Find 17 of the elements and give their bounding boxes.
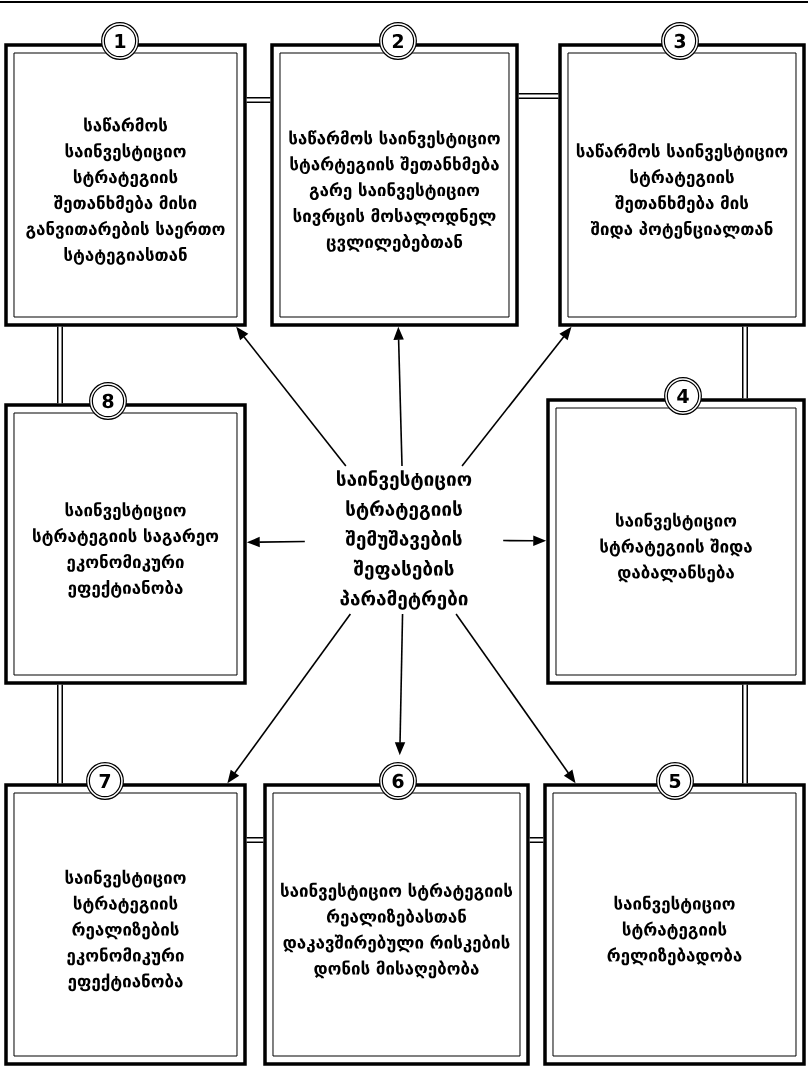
double-link <box>57 326 63 404</box>
box-text: საინვესტიციო სტრატეგიის საგარეო ეკონომიკური ეფექტიანობა <box>33 502 219 598</box>
double-link <box>742 684 748 784</box>
double-link <box>57 684 63 784</box>
double-link <box>246 97 271 103</box>
double-link <box>246 837 264 843</box>
double-link <box>742 326 748 399</box>
center-text: საინვესტიციო სტრატეგიის შემუშავების შეფასების პარამეტრები <box>337 470 472 610</box>
box-text: საწარმოს საინვესტიციო სტრატეგიის შეთანხმება მის შიდა პოტენციალთან <box>576 143 788 239</box>
box-text: საინვესტიციო სტრატეგიის რელიზებადობა <box>607 895 742 966</box>
box-text: საინვესტიციო სტრატეგიის რეალიზების ეკონომიკური ეფექტიანობა <box>65 869 186 992</box>
box-text: საწარმოს საინვესტიციო სტარტეგიის შეთანხმება გარე საინვესტიციო სივრცის მოსალოდნელ ცვლილებებთან <box>289 130 500 252</box>
double-link <box>529 837 544 843</box>
double-link <box>518 93 559 99</box>
box-text: საწარმოს საინვესტიციო სტრატეგიის შეთანხმება მისი განვითარების საერთო სტატეგიასთან <box>26 117 225 265</box>
box-text: საინვესტიციო სტრატეგიის შიდა დაბალანსება <box>600 512 752 583</box>
box-text: საინვესტიციო სტრატეგიის რეალიზებასთან დაკავშირებული რისკების დონის მისაღებობა <box>281 882 513 979</box>
